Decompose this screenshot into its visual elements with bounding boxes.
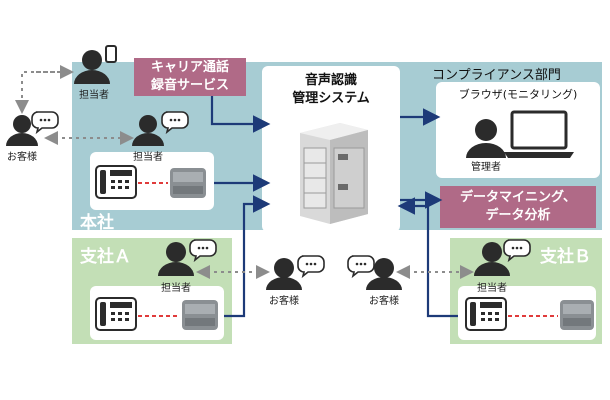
customer-label-center-right: お客様 — [369, 296, 399, 307]
data-mining-box: データマイニング、 データ分析 — [440, 186, 596, 228]
hq-phone-icon — [95, 165, 137, 199]
staff-label-hq: 担当者 — [133, 152, 163, 163]
region-branch-b-label: 支社Ｂ — [540, 247, 591, 267]
dotted-staff-customer-top — [15, 71, 62, 114]
arrow-branch-a-to-system — [224, 195, 271, 318]
browser-monitoring-label: ブラウザ(モニタリング) — [458, 88, 578, 101]
server-icon — [300, 123, 368, 224]
recording-service-line-1: キャリア通話 — [150, 60, 229, 75]
customer-label-center-left: お客様 — [269, 296, 299, 307]
branch-b-phone-icon — [465, 297, 507, 331]
laptop-icon — [504, 110, 574, 158]
hq-recorder-icon — [170, 168, 206, 198]
staff-label-branch-b: 担当者 — [477, 283, 507, 294]
staff-label-top: 担当者 — [79, 90, 109, 101]
data-mining-line-1: データマイニング、 — [459, 190, 577, 205]
branch-a-phone-icon — [95, 297, 137, 331]
data-mining-line-2: データ分析 — [485, 208, 551, 223]
region-hq-label: 本社 — [80, 213, 114, 233]
recording-service-box: キャリア通話 録音サービス — [134, 58, 246, 96]
speech-system-title: 音声認識 管理システム — [262, 72, 400, 108]
region-branch-a-label: 支社Ａ — [80, 247, 131, 267]
staff-label-branch-a: 担当者 — [161, 283, 191, 294]
speech-system-line-1: 音声認識 — [304, 73, 357, 88]
customer-label-top-left: お客様 — [7, 152, 37, 163]
recording-service-line-2: 録音サービス — [150, 78, 229, 93]
branch-b-recorder-icon — [560, 300, 594, 330]
arrow-branch-b-to-system — [397, 197, 458, 318]
branch-a-recorder-icon — [182, 300, 218, 330]
speech-system-line-2: 管理システム — [292, 91, 370, 106]
manager-label: 管理者 — [471, 162, 501, 173]
arrow-recording-to-system — [210, 96, 271, 133]
compliance-title: コンプライアンス部門 — [432, 68, 561, 83]
